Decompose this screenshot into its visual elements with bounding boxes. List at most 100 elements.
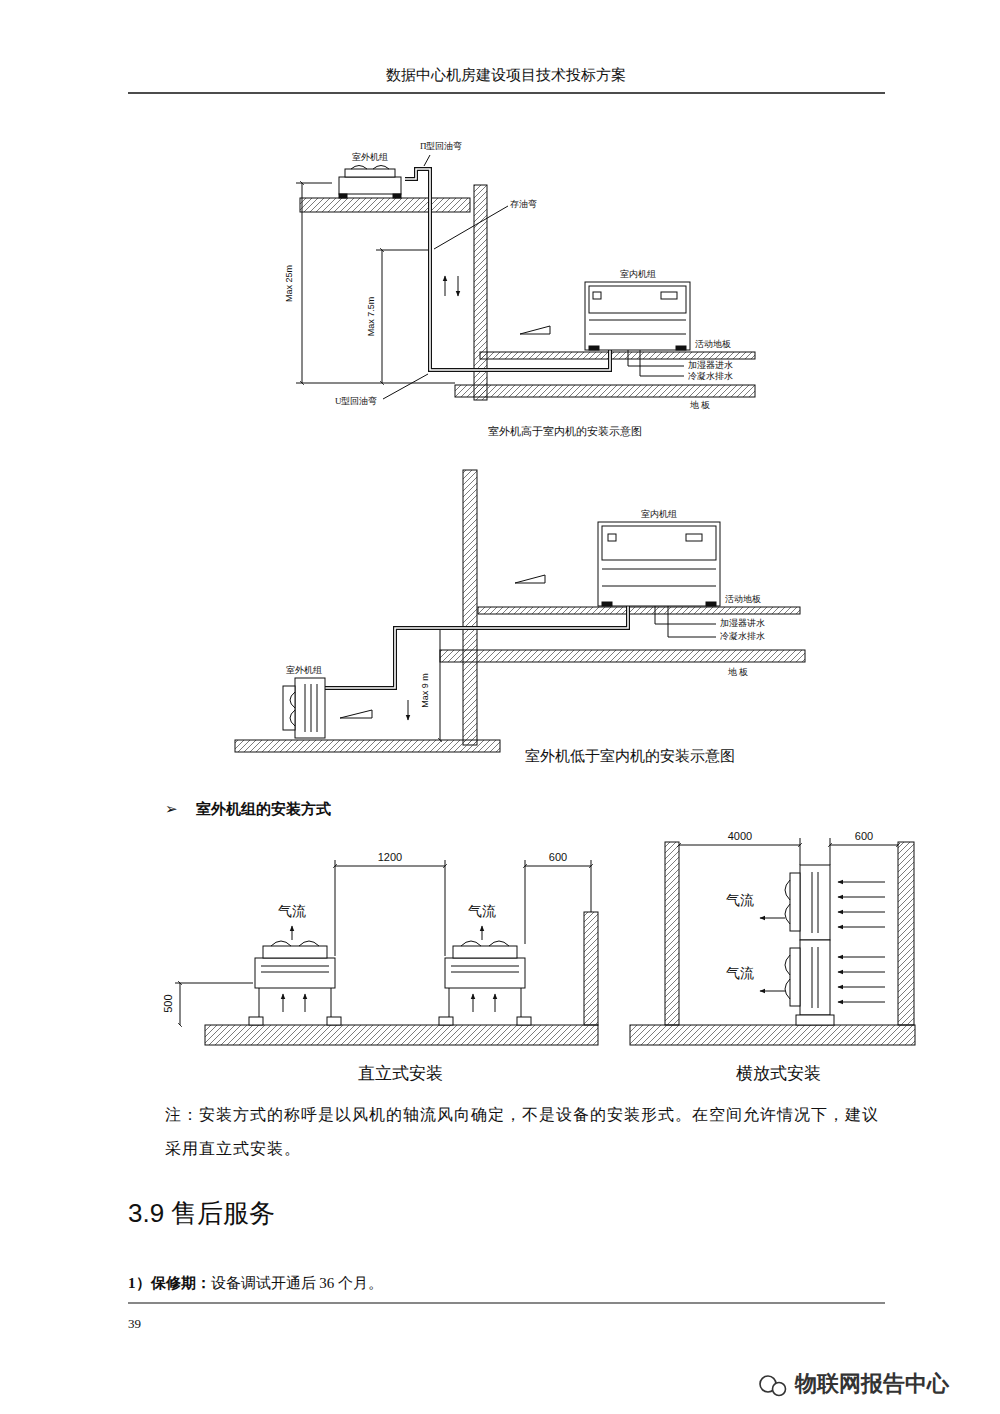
flow-arrow	[445, 276, 446, 296]
coil-line	[818, 872, 819, 933]
panel-display	[593, 292, 601, 299]
ground-slab	[630, 1025, 915, 1045]
unit-base	[796, 1015, 834, 1025]
extension-line	[376, 250, 428, 251]
footer-rule	[128, 1302, 885, 1303]
coil-line	[305, 684, 306, 732]
slope-symbol	[515, 575, 545, 583]
cabinet-panel	[589, 286, 686, 313]
unit-outline	[598, 522, 720, 606]
header-rule	[128, 92, 885, 94]
condenser-upright	[249, 926, 341, 1025]
flow-arrow	[458, 276, 459, 296]
dimension-line	[525, 866, 591, 867]
fan-housing	[790, 948, 800, 1006]
unit-outline	[335, 165, 405, 198]
airflow-arrow	[495, 994, 496, 1012]
wall	[665, 842, 679, 1025]
raised-floor	[480, 352, 755, 359]
panel-seam	[589, 320, 686, 321]
pipe-outline	[405, 169, 610, 370]
fan-blade	[461, 941, 509, 946]
unit-label: 室内机组	[620, 269, 656, 280]
callout-label: U型回油弯	[335, 396, 378, 407]
pipe-label: 加湿器进水	[688, 360, 733, 371]
dimension-line	[440, 628, 441, 740]
wall	[463, 470, 477, 745]
unit-foot	[676, 346, 686, 350]
airflow-label: 气流	[468, 904, 496, 921]
dimension-line	[335, 866, 445, 867]
airflow-label: 气流	[726, 966, 754, 983]
dimension-text: 4000	[728, 830, 752, 843]
airflow-label: 气流	[726, 893, 754, 910]
fan-blade	[271, 941, 319, 946]
extension-line	[296, 183, 332, 184]
cabinet-panel	[602, 526, 716, 560]
unit-foot	[249, 1017, 263, 1025]
airflow-arrow	[838, 1002, 885, 1003]
fan-blade	[290, 692, 295, 726]
coil-line	[311, 684, 312, 732]
extension-line	[591, 860, 592, 912]
airflow-arrow	[760, 918, 785, 919]
unit-label: 室内机组	[641, 509, 677, 520]
bullet-mark: ➢	[165, 800, 178, 818]
airflow-arrow	[838, 972, 885, 973]
extension-line	[525, 860, 526, 944]
indoor-unit: 室内机组	[598, 522, 720, 606]
fan-housing	[453, 946, 517, 958]
water-pipe	[668, 606, 716, 637]
refrigerant-pipe	[325, 606, 628, 688]
dimension-text: 1200	[378, 851, 402, 864]
dimension-line	[180, 983, 181, 1025]
panel-seam	[602, 586, 716, 587]
unit-foot	[517, 1017, 531, 1025]
extension-line	[800, 838, 801, 865]
unit-foot	[589, 346, 599, 350]
unit-leg	[521, 988, 522, 1018]
leader-line	[434, 206, 508, 249]
callout-label: Π型回油弯	[420, 141, 463, 152]
unit-label: 室外机组	[352, 152, 388, 163]
unit-body	[339, 177, 401, 194]
dimension-text: 600	[855, 830, 873, 843]
unit-leg	[259, 988, 260, 1018]
roof-slab	[300, 198, 470, 212]
airflow-arrow	[838, 912, 885, 913]
airflow-arrow	[305, 994, 306, 1012]
extension-line	[175, 983, 253, 984]
airflow-arrow	[838, 957, 885, 958]
figure-caption: 直立式安装	[358, 1064, 443, 1084]
note-paragraph: 注：安装方式的称呼是以风机的轴流风向确定，不是设备的安装形式。在空间允许情况下，…	[165, 1098, 887, 1166]
dimension-text: 600	[549, 851, 567, 864]
airflow-arrow	[292, 926, 293, 940]
wall	[584, 912, 598, 1025]
unit-cabinet	[585, 282, 690, 350]
pipe-label: 冷凝水排水	[720, 631, 765, 642]
condenser-upright	[439, 926, 531, 1025]
unit-body	[445, 958, 525, 988]
airflow-label: 气流	[278, 904, 306, 921]
dimension-line	[679, 845, 800, 846]
coil-line	[451, 966, 519, 967]
unit-foot	[393, 194, 401, 198]
extension-line	[335, 860, 336, 956]
panel-seam	[589, 334, 686, 335]
extension-line	[830, 838, 831, 865]
callout-label: 存油弯	[510, 199, 537, 210]
water-pipe	[655, 606, 716, 624]
extension-line	[296, 383, 455, 384]
airflow-arrow	[838, 897, 885, 898]
fan-blade	[785, 880, 790, 999]
coil-line	[261, 972, 329, 973]
ground-slab	[205, 1025, 598, 1045]
dimension-text: Max 25m	[285, 264, 296, 301]
unit-foot	[706, 602, 716, 606]
base-slab	[235, 740, 500, 752]
outdoor-unit: 室外机组	[283, 678, 325, 738]
floor-slab	[440, 650, 805, 662]
section-subheading: 室外机组的安装方式	[196, 800, 331, 818]
dimension-line	[382, 250, 383, 383]
